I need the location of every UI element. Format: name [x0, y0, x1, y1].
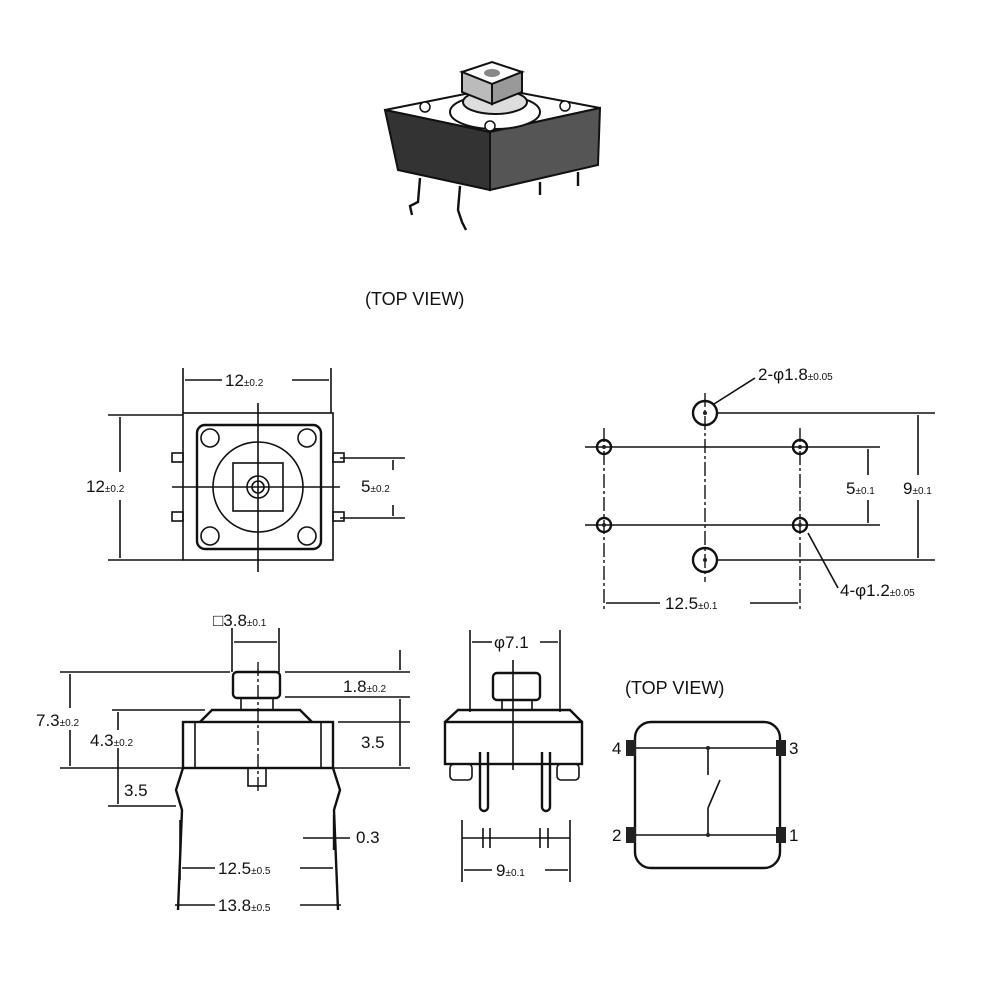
actuator-height-dimension: 1.8±0.2	[343, 677, 386, 696]
lead-span-dimension: 13.8±0.5	[218, 896, 271, 915]
pin-label-3: 3	[789, 739, 798, 758]
isometric-title: (TOP VIEW)	[365, 289, 464, 309]
top-view-drawing	[108, 368, 405, 572]
body-right-height-dimension: 3.5	[361, 733, 385, 752]
pin-label-4: 4	[612, 739, 621, 758]
actuator-size-dimension: □3.8±0.1	[213, 611, 267, 630]
isometric-switch-illustration	[383, 60, 602, 231]
top-view-height-dimension: 12±0.2	[86, 477, 125, 496]
pin-label-1: 1	[789, 826, 798, 845]
top-view-pin-pitch-dimension: 5±0.2	[361, 477, 390, 496]
large-hole-dimension: 2-φ1.8±0.05	[758, 365, 833, 384]
front-view-drawing	[443, 630, 584, 882]
front-pin-pitch-dimension: 9±0.1	[496, 861, 525, 880]
lead-pitch-dimension: 12.5±0.5	[218, 859, 271, 878]
pcb-vertical-pitch-dimension: 5±0.1	[846, 479, 875, 498]
pcb-outer-pitch-dimension: 9±0.1	[903, 479, 932, 498]
lead-length-dimension: 3.5	[124, 781, 148, 800]
pin-label-2: 2	[612, 826, 621, 845]
pcb-layout-drawing	[585, 377, 935, 612]
schematic-title: (TOP VIEW)	[625, 678, 724, 698]
total-height-dimension: 7.3±0.2	[36, 711, 79, 730]
pcb-horizontal-pitch-dimension: 12.5±0.1	[665, 594, 718, 613]
top-view-width-dimension: 12±0.2	[225, 371, 264, 390]
side-view-drawing	[60, 628, 410, 911]
cap-diameter-dimension: φ7.1	[494, 633, 529, 652]
switch-schematic	[626, 720, 786, 870]
body-height-dimension: 4.3±0.2	[90, 731, 133, 750]
lead-thickness-dimension: 0.3	[356, 828, 380, 847]
small-hole-dimension: 4-φ1.2±0.05	[840, 581, 915, 600]
